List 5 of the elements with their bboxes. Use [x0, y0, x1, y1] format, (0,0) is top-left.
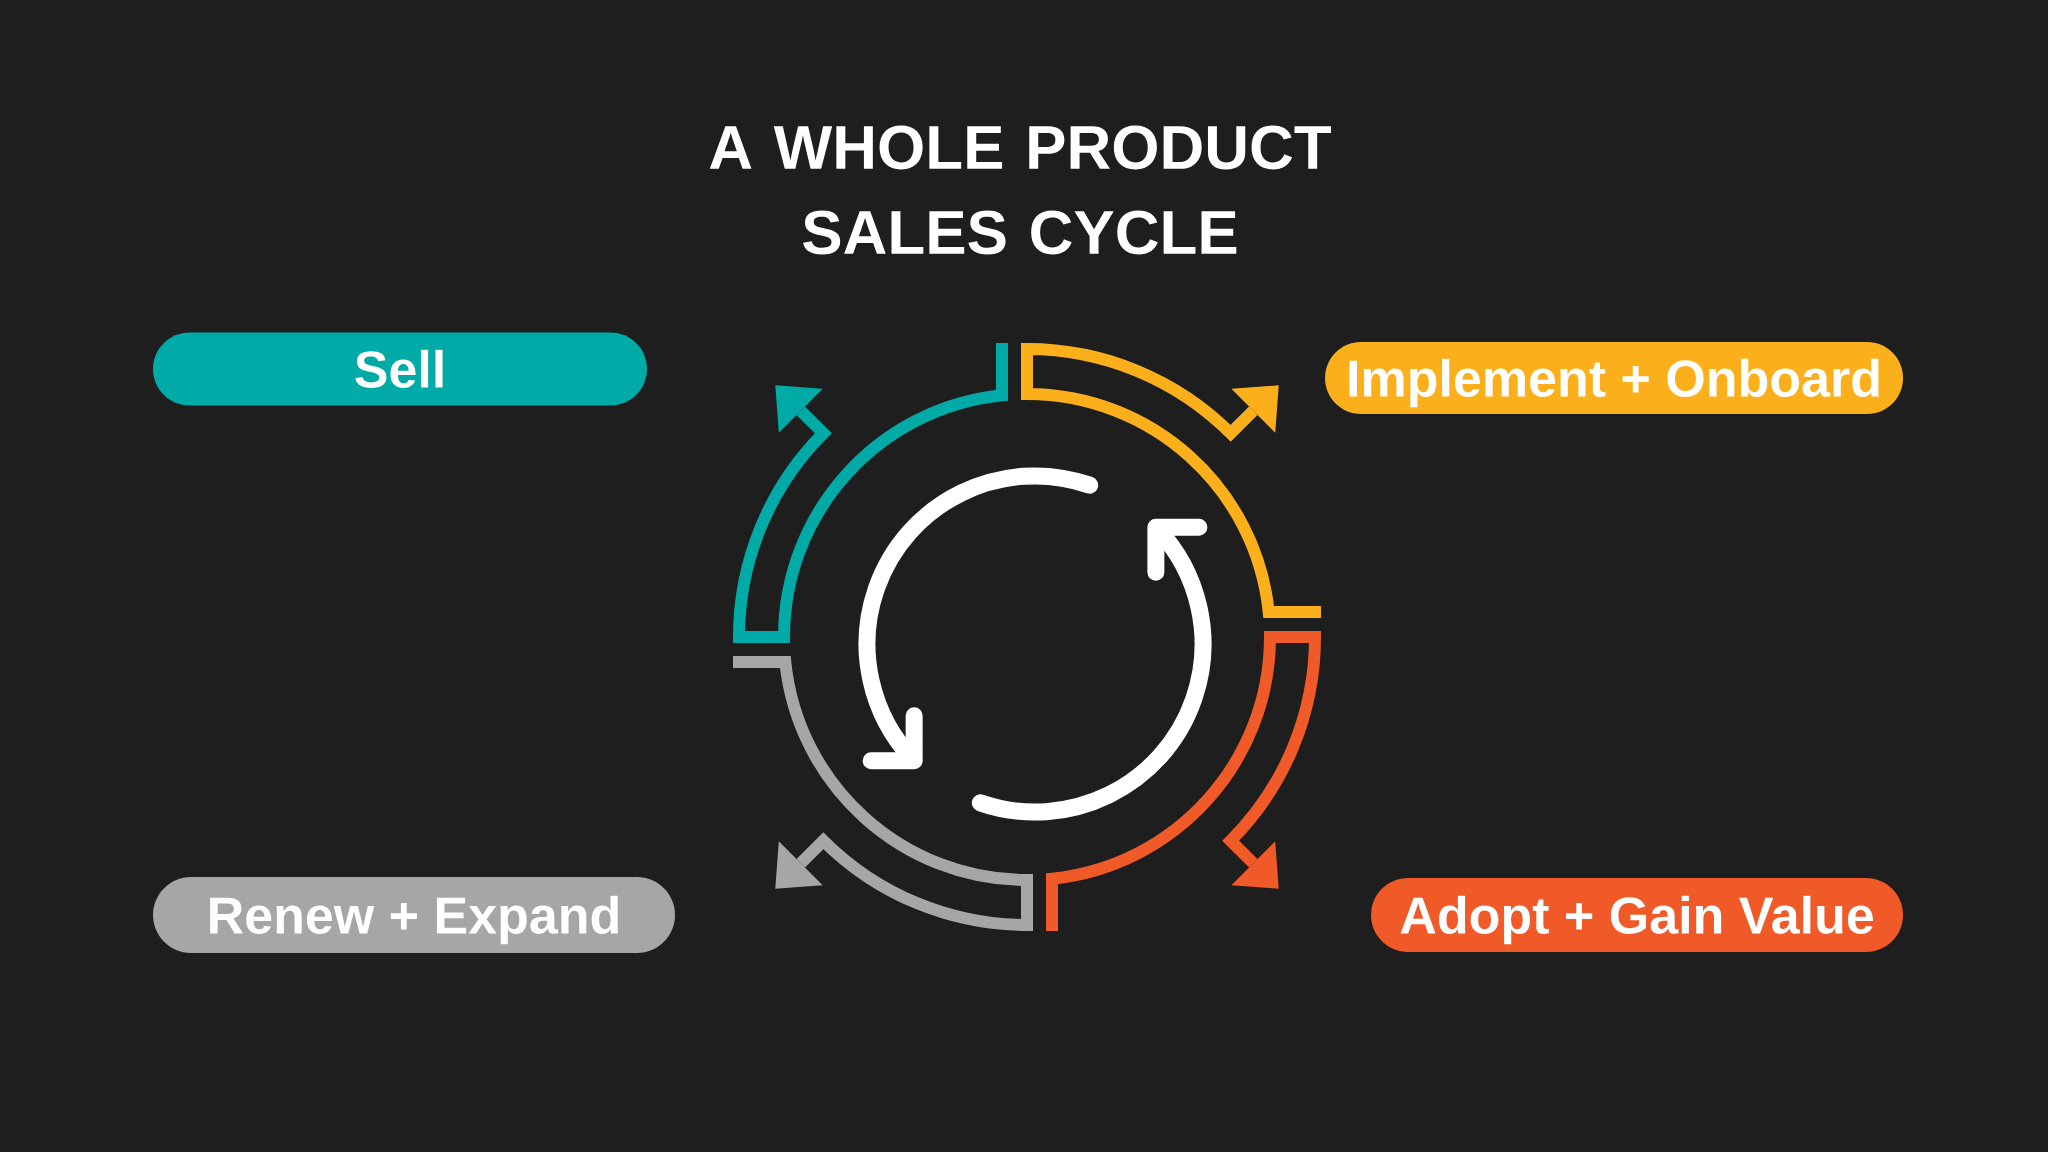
stage-pill: Implement + Onboard — [1325, 342, 1903, 414]
stage-pill: Adopt + Gain Value — [1371, 878, 1903, 952]
stage-pill: Sell — [153, 332, 647, 406]
title: A WHOLE PRODUCT SALES CYCLE — [709, 125, 1331, 255]
stage-pill: Renew + Expand — [153, 877, 675, 953]
